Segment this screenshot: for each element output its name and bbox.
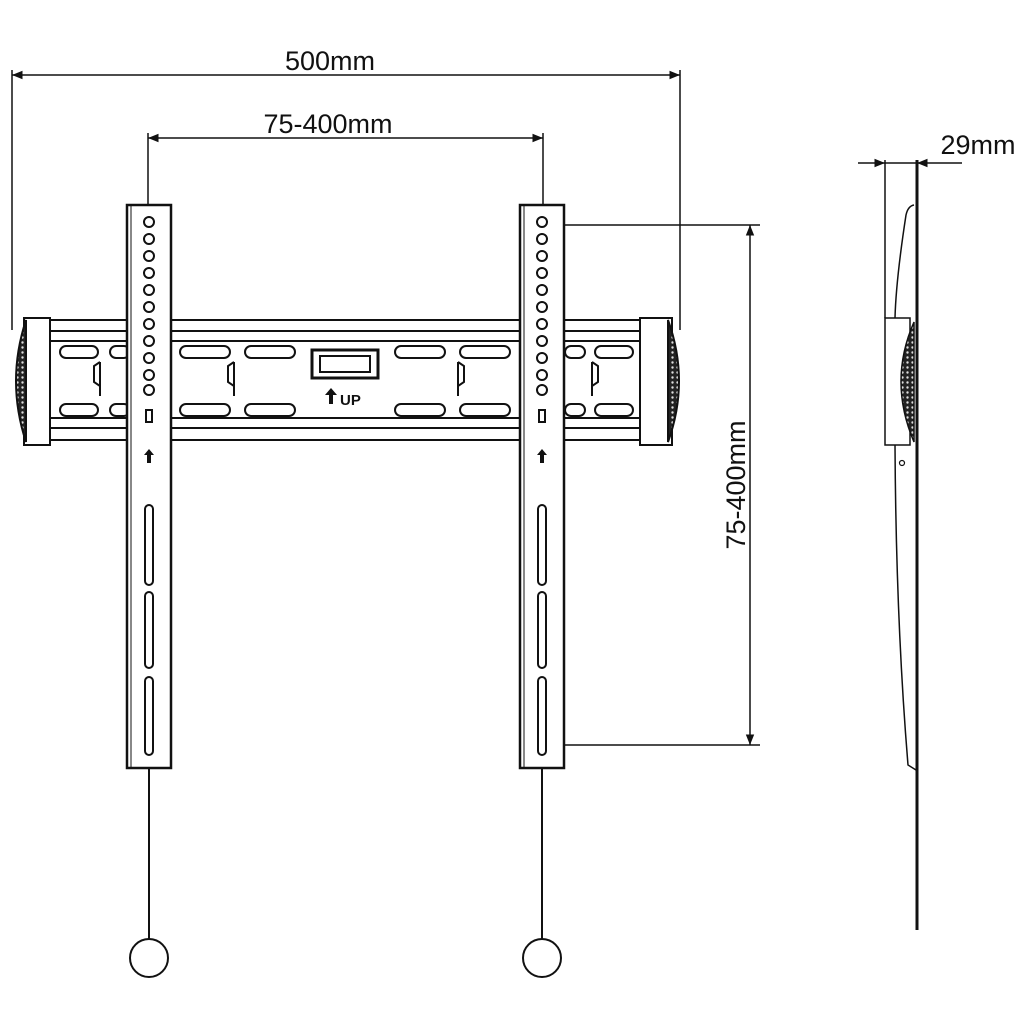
horizontal-vesa-label: 75-400mm (263, 109, 392, 139)
up-label: UP (340, 392, 361, 409)
vertical-vesa-dimension (548, 224, 760, 746)
left-vertical-bracket (125, 203, 173, 978)
up-marker: UP (325, 388, 361, 409)
overall-width-dimension (11, 70, 681, 330)
horizontal-vesa-dimension (147, 133, 544, 215)
level-window (310, 348, 380, 380)
overall-width-label: 500mm (285, 46, 375, 76)
right-end-cap (639, 317, 680, 446)
side-view (858, 158, 962, 930)
right-vertical-bracket (518, 203, 566, 979)
depth-label: 29mm (940, 130, 1015, 160)
left-end-cap (15, 317, 51, 446)
rail-slots (59, 345, 634, 417)
hook-shapes (93, 361, 599, 396)
vertical-vesa-label: 75-400mm (721, 420, 751, 549)
